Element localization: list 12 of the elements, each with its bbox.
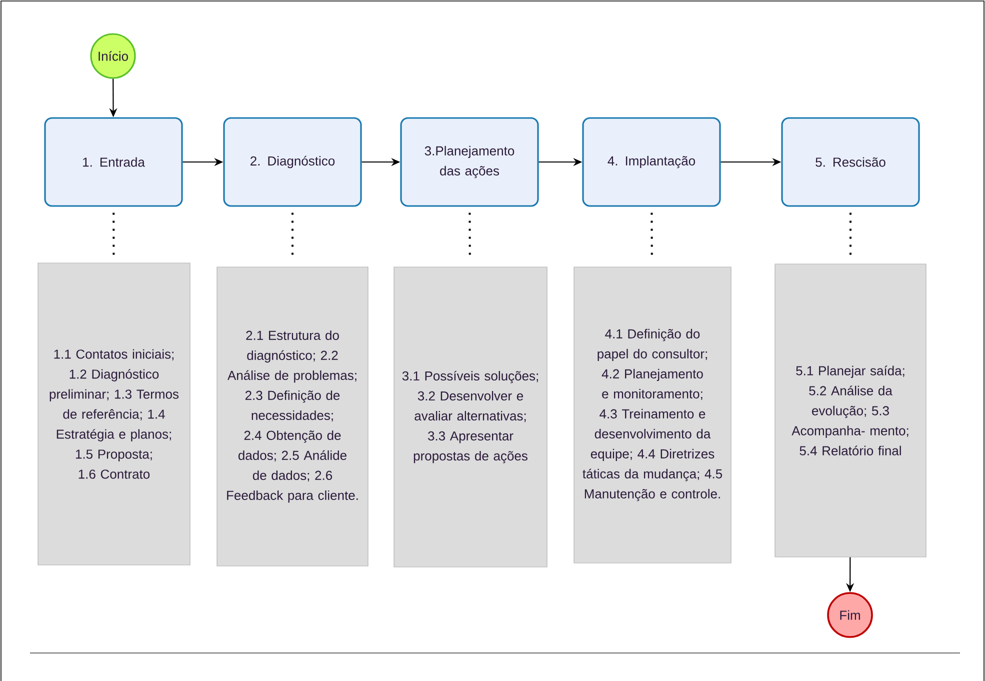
note-box: 2.1 Estrutura do diagnóstico; 2.2 Análise de problemas; 2.3 Definição de necessidades; 2.4 Obtenção de dados; 2.5 Análide de dados; 2.6 Feedback para cliente. — [216, 266, 368, 566]
note-box: 5.1 Planejar saída; 5.2 Análise da evolução; 5.3 Acompanha- mento; 5.4 Relatório final — [774, 264, 926, 558]
process-box: 5. Rescisão — [781, 117, 920, 207]
process-box: 2. Diagnóstico — [223, 117, 362, 207]
process-box: 3.Planejamento das ações — [400, 117, 539, 207]
dotted-connector — [112, 212, 115, 255]
note-box: 3.1 Possíveis soluções; 3.2 Desenvolver e avaliar alternativas; 3.3 Apresentar propostas de ações — [394, 266, 548, 568]
process-box: 1. Entrada — [44, 117, 183, 207]
note-box: 4.1 Definição do papel do consultor; 4.2 Planejamento e monitoramento; 4.3 Treinamento e desenvolvimento da equipe; 4.4 Diretrizes táticas da mudança; 4.5 Manutenção e controle. — [574, 266, 732, 564]
dotted-connector — [850, 212, 852, 256]
note-box: 1.1 Contatos iniciais; 1.2 Diagnóstico preliminar; 1.3 Termos de referência; 1.4 Estratégia e planos; 1.5 Proposta; 1.6 Contrato — [38, 262, 190, 566]
process-box: 4. Implantação — [582, 117, 721, 207]
